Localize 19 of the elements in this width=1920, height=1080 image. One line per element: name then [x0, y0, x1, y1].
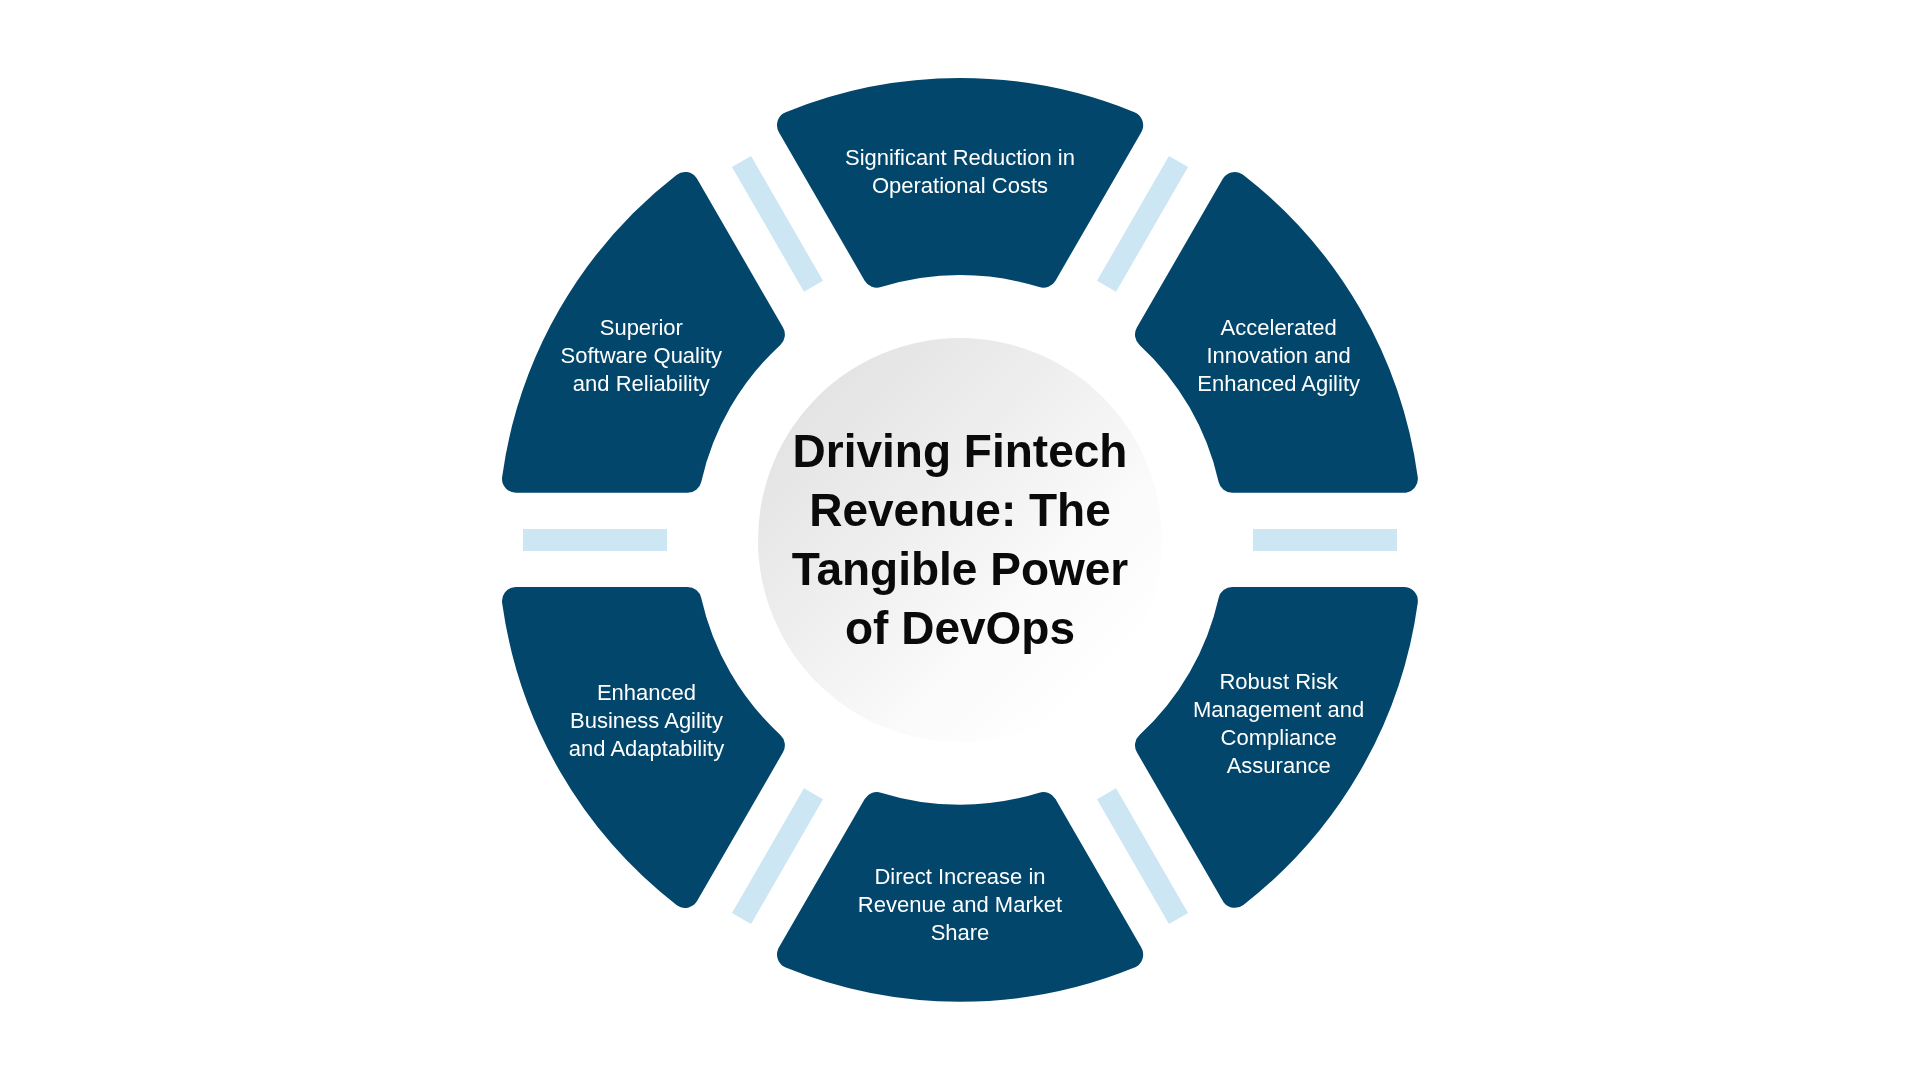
ring-segment [502, 587, 786, 908]
benefit-text: Robust Risk Management and Compliance Assurance [1192, 668, 1366, 780]
ring-segment [1134, 172, 1418, 493]
ring-segment [502, 172, 786, 493]
separator-bar [731, 156, 824, 292]
benefit-text: Significant Reduction in Operational Costs [844, 144, 1076, 200]
ring-segment [776, 78, 1144, 288]
separator-bar [1096, 788, 1189, 924]
heading-text: Driving Fintech Revenue: The Tangible Power of DevOps [790, 424, 1130, 656]
benefit-text: Direct Increase in Revenue and Market Share [856, 863, 1064, 947]
ring-segment [1134, 587, 1418, 908]
separator-bar [1096, 156, 1189, 292]
separator-bar [523, 529, 667, 551]
separator-bar [731, 788, 824, 924]
benefit-text: Accelerated Innovation and Enhanced Agility [1196, 314, 1361, 398]
ring-segment [776, 792, 1144, 1002]
benefit-text: Superior Software Quality and Reliability [559, 314, 723, 398]
benefit-text: Enhanced Business Agility and Adaptability [567, 679, 726, 763]
separator-bar [1253, 529, 1397, 551]
